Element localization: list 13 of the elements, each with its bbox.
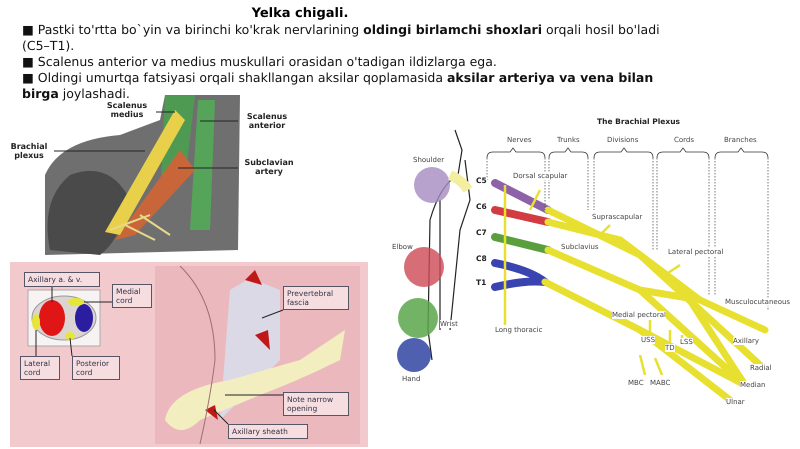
anatomy-label: Scalenus anterior — [238, 112, 296, 130]
leader-line — [200, 120, 238, 122]
bullet-text: ■ Scalenus anterior va medius muskullari orasidan o'tadigan ildizlarga ega. — [22, 54, 498, 70]
leader-line — [262, 310, 284, 318]
title: Yelka chigali. — [250, 6, 350, 21]
anatomy-label: Brachial plexus — [4, 142, 54, 160]
leader-line — [70, 338, 72, 356]
bullet-text: ■ Oldingi umurtqa fatsiyasi orqali shakllangan aksilar qoplamasida aksilar arteriya va vena bilan birga joylashadi. — [22, 70, 654, 102]
anatomy-label: Subclavian artery — [238, 158, 300, 176]
leader-line — [214, 410, 228, 424]
bullet-text: ■ Pastki to'rtta bo`yin va birinchi ko'krak nervlarining oldingi birlamchi shoxlari orqali hosil bo'ladi (C5–T1). — [22, 22, 661, 54]
anatomy-label: Scalenus medius — [98, 101, 156, 119]
leader-line — [224, 394, 284, 396]
